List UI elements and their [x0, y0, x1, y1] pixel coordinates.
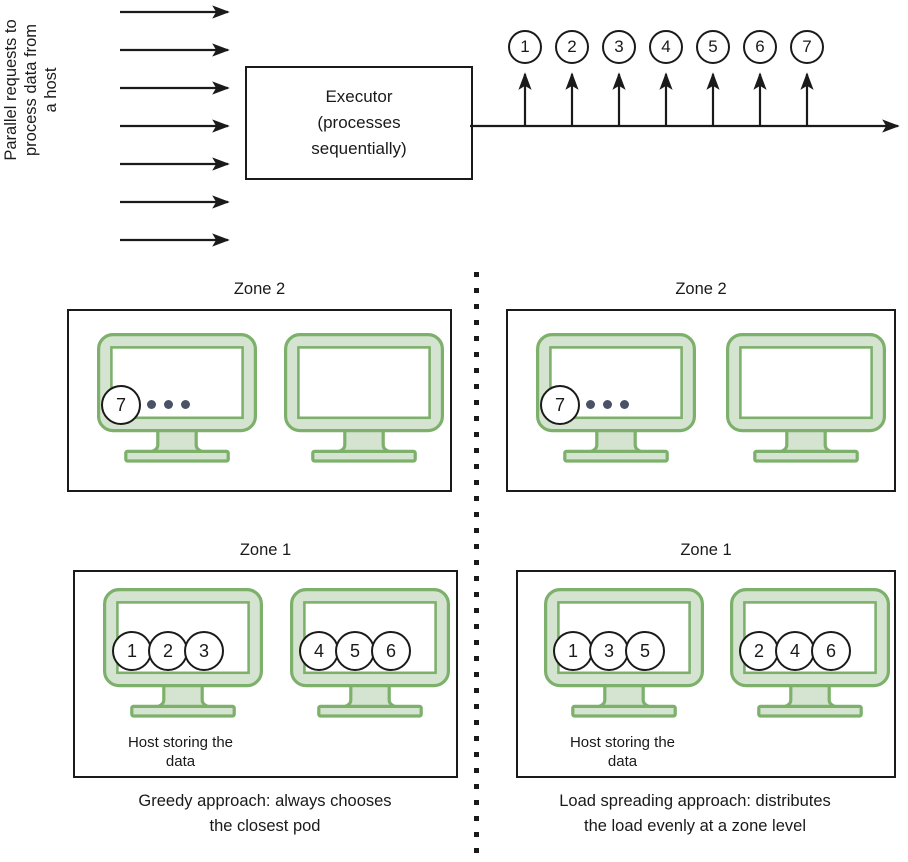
divider-dot	[474, 304, 479, 309]
spread-zone1-box	[516, 570, 896, 778]
timeline-request-3: 3	[602, 30, 636, 64]
divider-dot	[474, 848, 479, 853]
divider-dot	[474, 576, 479, 581]
greedy-zone2-box	[67, 309, 452, 492]
timeline-request-1: 1	[508, 30, 542, 64]
spread-zone1-host1-request-5: 5	[625, 631, 665, 671]
divider-dot	[474, 400, 479, 405]
divider-dot	[474, 736, 479, 741]
divider-dot	[474, 640, 479, 645]
greedy-zone1-host2-request-4: 4	[299, 631, 339, 671]
divider-dot	[474, 432, 479, 437]
executor-label: Executor (processes sequentially)	[311, 87, 407, 158]
timeline-request-4: 4	[649, 30, 683, 64]
divider-dot	[474, 544, 479, 549]
divider-dot	[474, 720, 479, 725]
divider-dot	[474, 416, 479, 421]
divider-dot	[474, 816, 479, 821]
greedy-zone1-host1-request-3: 3	[184, 631, 224, 671]
divider-dot	[474, 272, 479, 277]
divider-dot	[474, 448, 479, 453]
spread-zone2-host-2	[726, 333, 886, 469]
divider-dot	[474, 384, 479, 389]
divider-dot	[474, 560, 479, 565]
divider-dot	[474, 688, 479, 693]
divider-dot	[474, 784, 479, 789]
monitor-icon	[726, 333, 886, 463]
divider-dot	[474, 624, 479, 629]
greedy-zone1-host1-request-1: 1	[112, 631, 152, 671]
greedy-zone1-title: Zone 1	[239, 541, 292, 559]
divider-dot	[474, 496, 479, 501]
greedy-zone1-host2-request-6: 6	[371, 631, 411, 671]
divider-dot	[474, 352, 479, 357]
spread-host-storing-caption: Host storing the data	[569, 734, 676, 770]
divider-dot	[474, 800, 479, 805]
spread-approach-caption: Load spreading approach: distributes the…	[559, 792, 831, 835]
spread-zone1-host2-request-4: 4	[775, 631, 815, 671]
greedy-host-storing-caption: Host storing the data	[127, 734, 234, 770]
divider-dot	[474, 592, 479, 597]
spread-zone1-host1-request-3: 3	[589, 631, 629, 671]
greedy-zone1-host2-request-5: 5	[335, 631, 375, 671]
divider-dot	[474, 320, 479, 325]
divider-dot	[474, 704, 479, 709]
greedy-zone2-host1-ellipsis	[147, 400, 190, 409]
monitor-icon	[284, 333, 444, 463]
spread-zone1-host1-request-1: 1	[553, 631, 593, 671]
divider-dot	[474, 752, 479, 757]
divider-dot	[474, 288, 479, 293]
timeline-request-6: 6	[743, 30, 777, 64]
divider-dot	[474, 464, 479, 469]
spread-zone2-host1-ellipsis	[586, 400, 629, 409]
greedy-approach-caption: Greedy approach: always chooses the clos…	[138, 792, 392, 835]
divider-dot	[474, 672, 479, 677]
divider-dot	[474, 512, 479, 517]
divider-dot	[474, 528, 479, 533]
divider-dot	[474, 368, 479, 373]
divider-dot	[474, 768, 479, 773]
spread-zone1-title: Zone 1	[680, 541, 732, 559]
incoming-arrows	[120, 5, 230, 247]
timeline-request-2: 2	[555, 30, 589, 64]
greedy-zone2-host-2	[284, 333, 444, 469]
timeline-request-5: 5	[696, 30, 730, 64]
timeline-request-7: 7	[790, 30, 824, 64]
greedy-zone2-host1-request-7: 7	[101, 385, 141, 425]
executor-box: Executor (processes sequentially)	[245, 66, 473, 180]
divider-dot	[474, 480, 479, 485]
divider-dot	[474, 656, 479, 661]
greedy-zone1-host1-request-2: 2	[148, 631, 188, 671]
divider-dot	[474, 832, 479, 837]
timeline-axis	[470, 72, 900, 133]
divider-dot	[474, 336, 479, 341]
spread-zone2-host1-request-7: 7	[540, 385, 580, 425]
divider-dot	[474, 608, 479, 613]
spread-zone1-host2-request-6: 6	[811, 631, 851, 671]
spread-zone1-host2-request-2: 2	[739, 631, 779, 671]
greedy-zone2-title: Zone 2	[233, 280, 286, 298]
spread-zone2-title: Zone 2	[675, 280, 727, 298]
